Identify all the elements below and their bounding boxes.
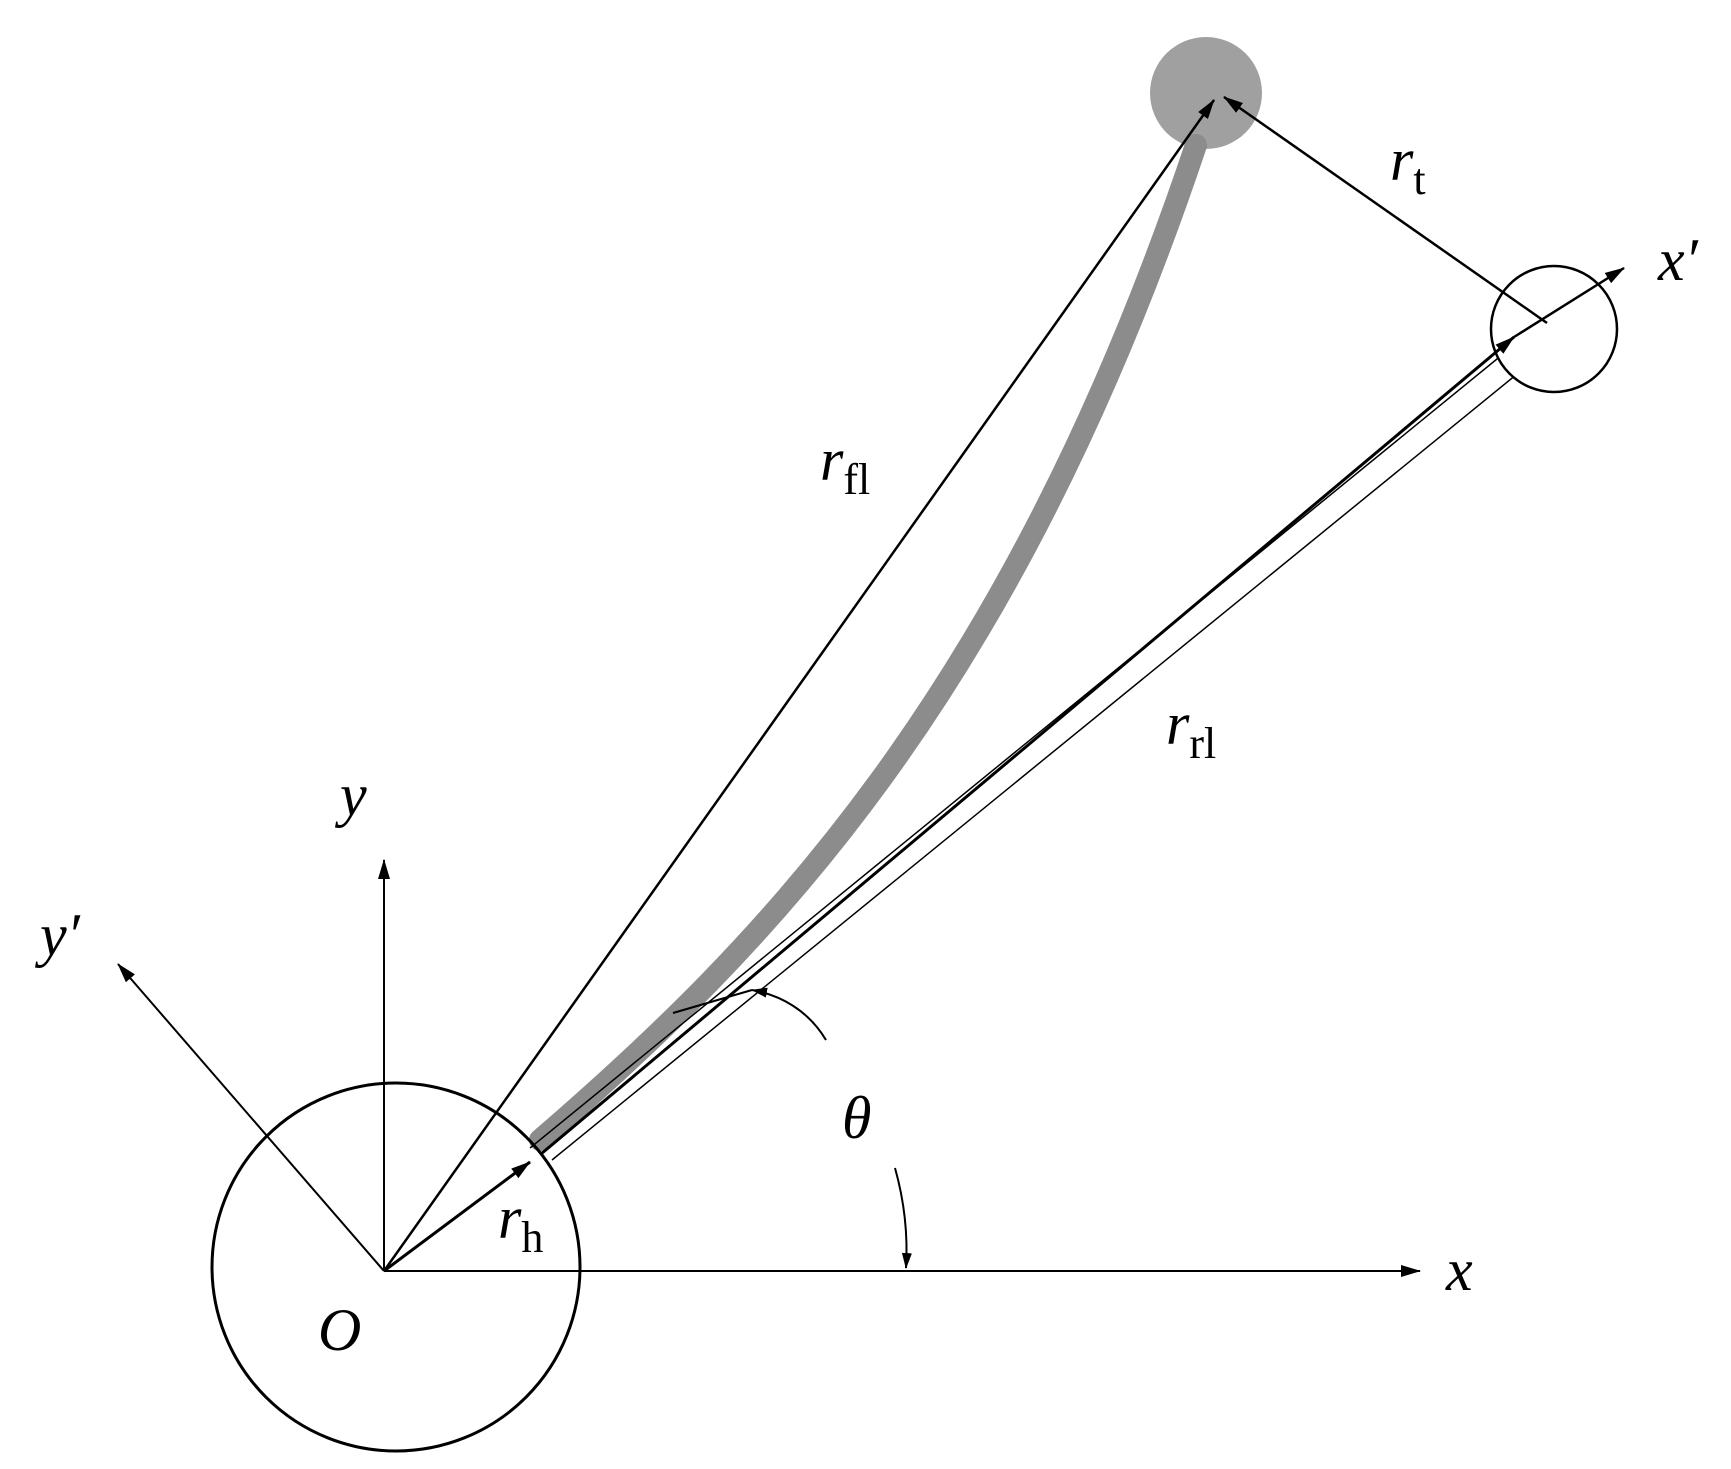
rigid-link-edge-lower [551,369,1523,1161]
theta-label: θ [842,1085,871,1151]
theta-pointer-line [672,989,753,1014]
x-prime-axis [1513,266,1625,339]
rigid-tip-circle [1489,264,1619,394]
r-h-vector [383,1160,531,1273]
y-axis-label: y [334,762,367,828]
theta-arc-lower [894,1167,912,1269]
r-t-label: rt [1390,127,1426,204]
r-fl-vector [382,99,1216,1272]
hub-circle [210,1081,582,1453]
x-prime-label: x′ [1657,227,1699,293]
x-axis-label: x [1445,1237,1473,1303]
rigid-link-edge-upper [529,349,1509,1149]
tip-mass [1150,37,1262,149]
y-prime-label: y′ [34,902,81,968]
r-rl-vector [540,335,1515,1156]
origin-label: O [318,1297,361,1363]
theta-arc-upper [751,987,827,1041]
r-fl-label: rfl [820,427,870,504]
r-h-label: rh [498,1185,543,1262]
flexible-link [529,134,1207,1151]
r-t-vector [1223,95,1548,325]
y-prime-axis [117,963,385,1272]
r-rl-label: rrl [1166,691,1216,768]
